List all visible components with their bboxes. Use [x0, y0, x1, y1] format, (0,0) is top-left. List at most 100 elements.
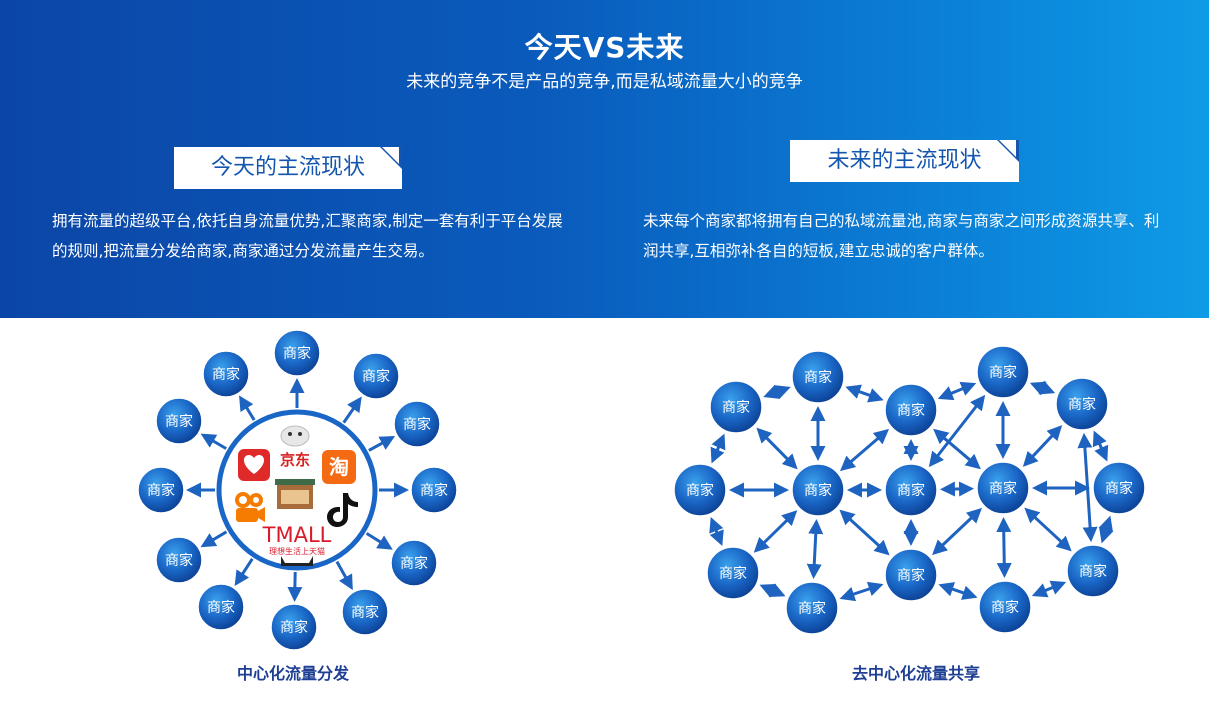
kuaishou-icon [235, 492, 265, 522]
sharing-arrow [1092, 430, 1109, 462]
taobao-icon [322, 450, 356, 484]
node-circle [706, 546, 760, 600]
node-label: 商家 [147, 482, 175, 498]
sharing-arrow [938, 582, 978, 600]
node-label: 商家 [165, 413, 193, 429]
sharing-arrow [939, 481, 975, 497]
node-label: 商家 [722, 399, 750, 415]
merchant-node: 商家 [791, 463, 845, 517]
distribution-arrow [287, 571, 303, 603]
distribution-arrow [368, 436, 396, 452]
storefront-icon [275, 479, 315, 509]
node-circle [1066, 544, 1120, 598]
node-circle [791, 463, 845, 517]
node-circle [884, 383, 938, 437]
node-circle [976, 345, 1030, 399]
left-caption: 中心化流量分发 [236, 664, 349, 683]
node-circle [709, 380, 763, 434]
distribution-arrow [239, 395, 256, 421]
tmall-cat-icon [281, 556, 313, 566]
node-circle [341, 588, 389, 636]
node-circle [976, 461, 1030, 515]
page-subtitle: 未来的竞争不是产品的竞争,而是私域流量大小的竞争 [406, 72, 803, 92]
sharing-arrow [1098, 515, 1114, 544]
node-label: 商家 [362, 368, 390, 384]
merchant-node: 商家 [155, 397, 203, 445]
sharing-arrow [928, 394, 986, 468]
centralized-diagram: 商家商家商家商家商家商家商家商家商家商家商家商家京东淘TMALL理想生活上天猫 [137, 329, 458, 651]
distribution-arrow [234, 557, 254, 587]
node-label: 商家 [1079, 563, 1107, 579]
jd-dog-icon [280, 425, 310, 447]
node-label: 商家 [991, 599, 1019, 615]
node-label: 商家 [897, 482, 925, 498]
merchant-node: 商家 [976, 461, 1030, 515]
sharing-arrow [839, 428, 890, 472]
node-label: 商家 [1105, 480, 1133, 496]
merchant-node: 商家 [273, 329, 321, 377]
merchant-node: 商家 [791, 350, 845, 404]
node-label: 商家 [280, 619, 308, 635]
node-label: 商家 [989, 364, 1017, 380]
merchant-node: 商家 [709, 380, 763, 434]
right-caption: 去中心化流量共享 [851, 664, 980, 683]
merchant-node: 商家 [202, 350, 250, 398]
tmall-slogan: 理想生活上天猫 [269, 546, 325, 556]
sharing-arrow [839, 581, 884, 602]
distribution-arrow [200, 433, 227, 450]
sharing-arrow [937, 381, 977, 401]
node-circle [352, 352, 400, 400]
node-label: 商家 [420, 482, 448, 498]
distribution-arrow [200, 530, 228, 548]
merchant-node: 商家 [785, 581, 839, 635]
node-label: 商家 [212, 366, 240, 382]
node-label: 商家 [804, 369, 832, 385]
merchant-node: 商家 [706, 546, 760, 600]
merchant-node: 商家 [352, 352, 400, 400]
sharing-arrow [759, 583, 786, 598]
node-label: 商家 [403, 416, 431, 432]
node-circle [791, 350, 845, 404]
node-label: 商家 [798, 600, 826, 616]
node-circle [978, 580, 1032, 634]
future-label-box: 未来的主流现状 [790, 140, 1019, 182]
node-label: 商家 [804, 482, 832, 498]
merchant-node: 商家 [884, 548, 938, 602]
today-label-box: 今天的主流现状 [174, 147, 402, 189]
node-label: 商家 [283, 345, 311, 361]
node-label: 商家 [1068, 396, 1096, 412]
node-circle [410, 466, 458, 514]
tmall-logo-text: TMALL [262, 523, 332, 547]
sharing-arrow [756, 427, 798, 470]
merchant-node: 商家 [390, 539, 438, 587]
jd-logo-text: 京东 [280, 451, 310, 469]
sharing-arrow [1077, 432, 1098, 543]
sharing-arrow [839, 509, 890, 556]
page-title: 今天VS未来 [524, 31, 685, 64]
merchant-node: 商家 [976, 345, 1030, 399]
merchant-node: 商家 [155, 536, 203, 584]
node-circle [1092, 461, 1146, 515]
today-description: 拥有流量的超级平台,依托自身流量优势,汇聚商家,制定一套有利于平台发展的规则,把… [52, 212, 563, 260]
sharing-arrow [996, 516, 1012, 579]
merchant-node: 商家 [1092, 461, 1146, 515]
sharing-arrow [1022, 425, 1063, 467]
future-description: 未来每个商家都将拥有自己的私域流量池,商家与商家之间形成资源共享、利润共享,互相… [643, 212, 1160, 260]
merchant-node: 商家 [1066, 544, 1120, 598]
tiktok-icon [327, 493, 358, 527]
sharing-arrow [806, 518, 824, 580]
sharing-arrow [753, 510, 798, 553]
node-label: 商家 [897, 402, 925, 418]
node-circle [393, 400, 441, 448]
node-label: 商家 [989, 480, 1017, 496]
merchant-node: 商家 [978, 580, 1032, 634]
node-circle [1055, 377, 1109, 431]
today-label: 今天的主流现状 [210, 155, 365, 180]
sharing-arrow [932, 507, 982, 556]
node-circle [155, 536, 203, 584]
platform-logos: 京东淘TMALL理想生活上天猫 [235, 425, 358, 566]
heart-shape [243, 455, 265, 474]
corner-decoration-inner [999, 140, 1016, 157]
node-label: 商家 [897, 567, 925, 583]
node-circle [137, 466, 185, 514]
